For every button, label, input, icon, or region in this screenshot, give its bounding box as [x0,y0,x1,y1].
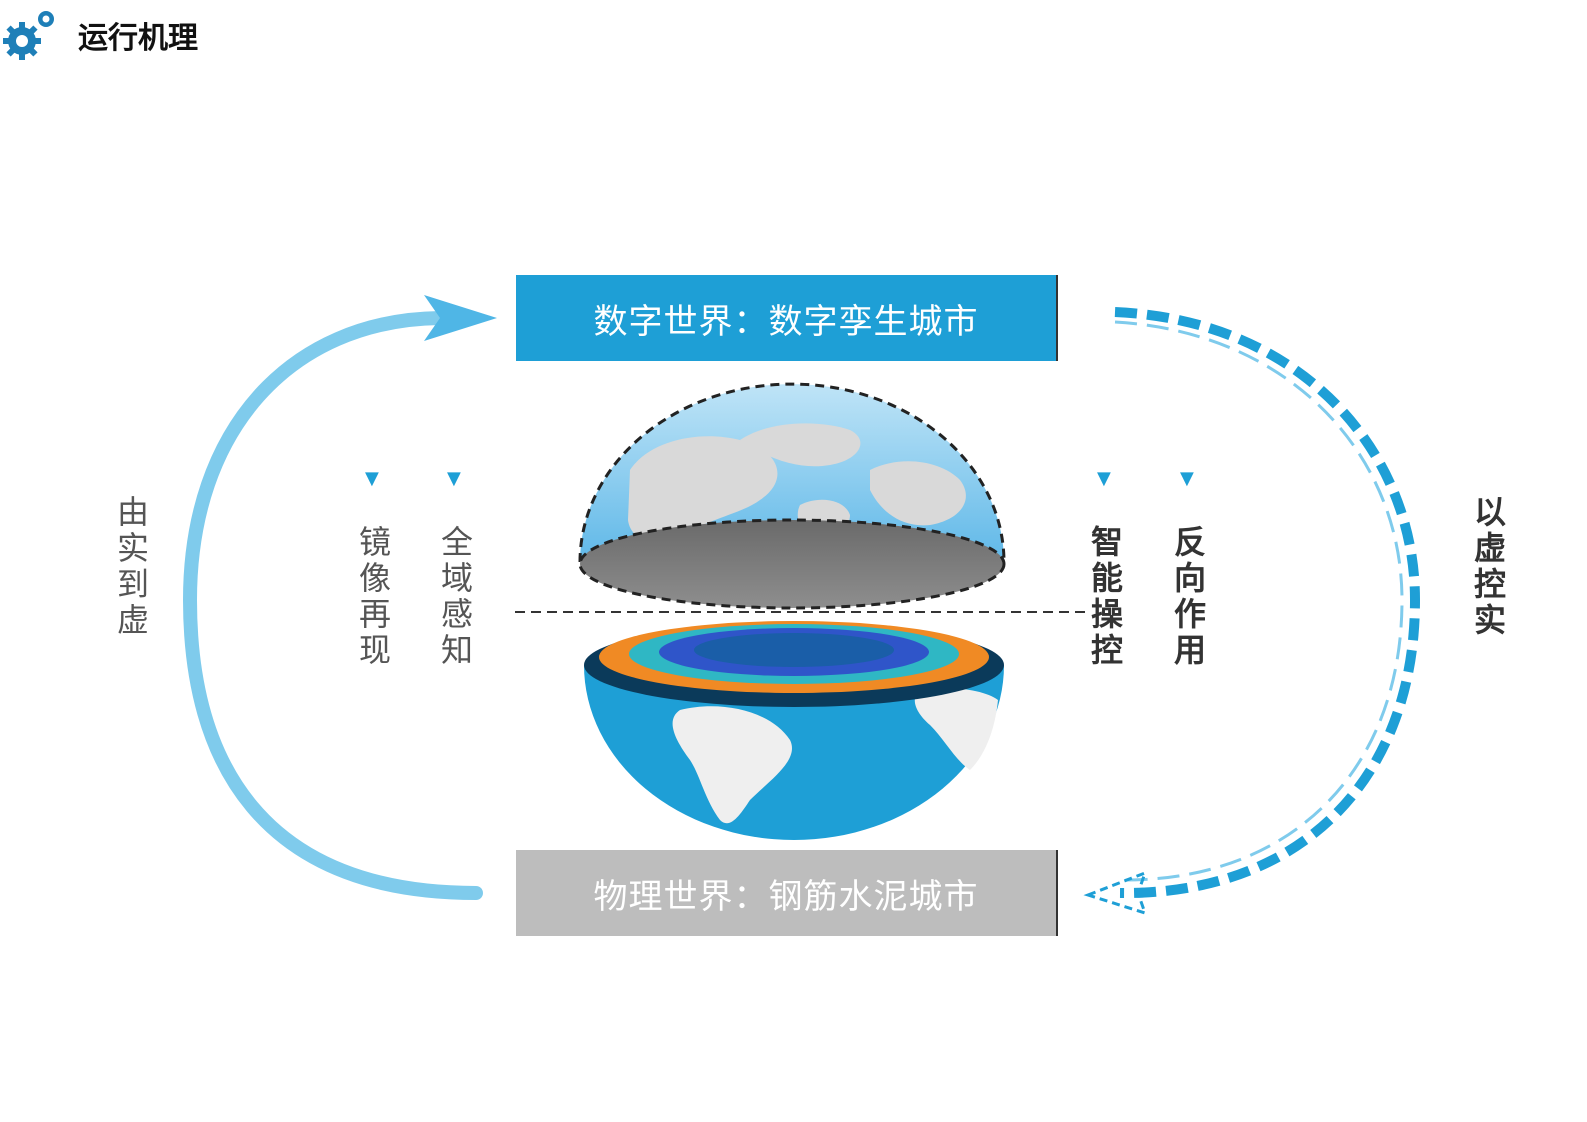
feature-mirror-label: 镜像再现 [354,525,392,669]
physical-world-label: 物理世界：钢筋水泥城市 [593,876,979,917]
section-title: 运行机理 [78,21,198,56]
chevron-down-icon: ▼ [1097,468,1111,489]
right-cycle-label: 以虚控实 [1469,495,1507,639]
chevron-down-icon: ▼ [365,468,379,489]
left-cycle-arrow [182,311,483,900]
feature-perception-label: 全域感知 [436,525,474,669]
chevron-down-icon: ▼ [1180,468,1194,489]
right-cycle-arrowhead [1083,870,1148,916]
feature-control-label: 智能操控 [1086,525,1124,669]
chevron-down-icon: ▼ [447,468,461,489]
left-cycle-label: 由实到虚 [112,495,150,639]
section-header: 运行机理 [0,0,1587,70]
gears-icon [3,11,54,60]
right-cycle-arrow [1114,307,1421,899]
digital-world-box: 数字世界：数字孪生城市 [516,275,1058,361]
left-cycle-arrowhead [424,295,497,341]
physical-world-box: 物理世界：钢筋水泥城市 [516,850,1058,936]
digital-world-label: 数字世界：数字孪生城市 [593,301,979,342]
feature-reverse-label: 反向作用 [1169,525,1207,669]
upper-hemisphere [578,382,1006,610]
lower-hemisphere [584,621,1004,840]
